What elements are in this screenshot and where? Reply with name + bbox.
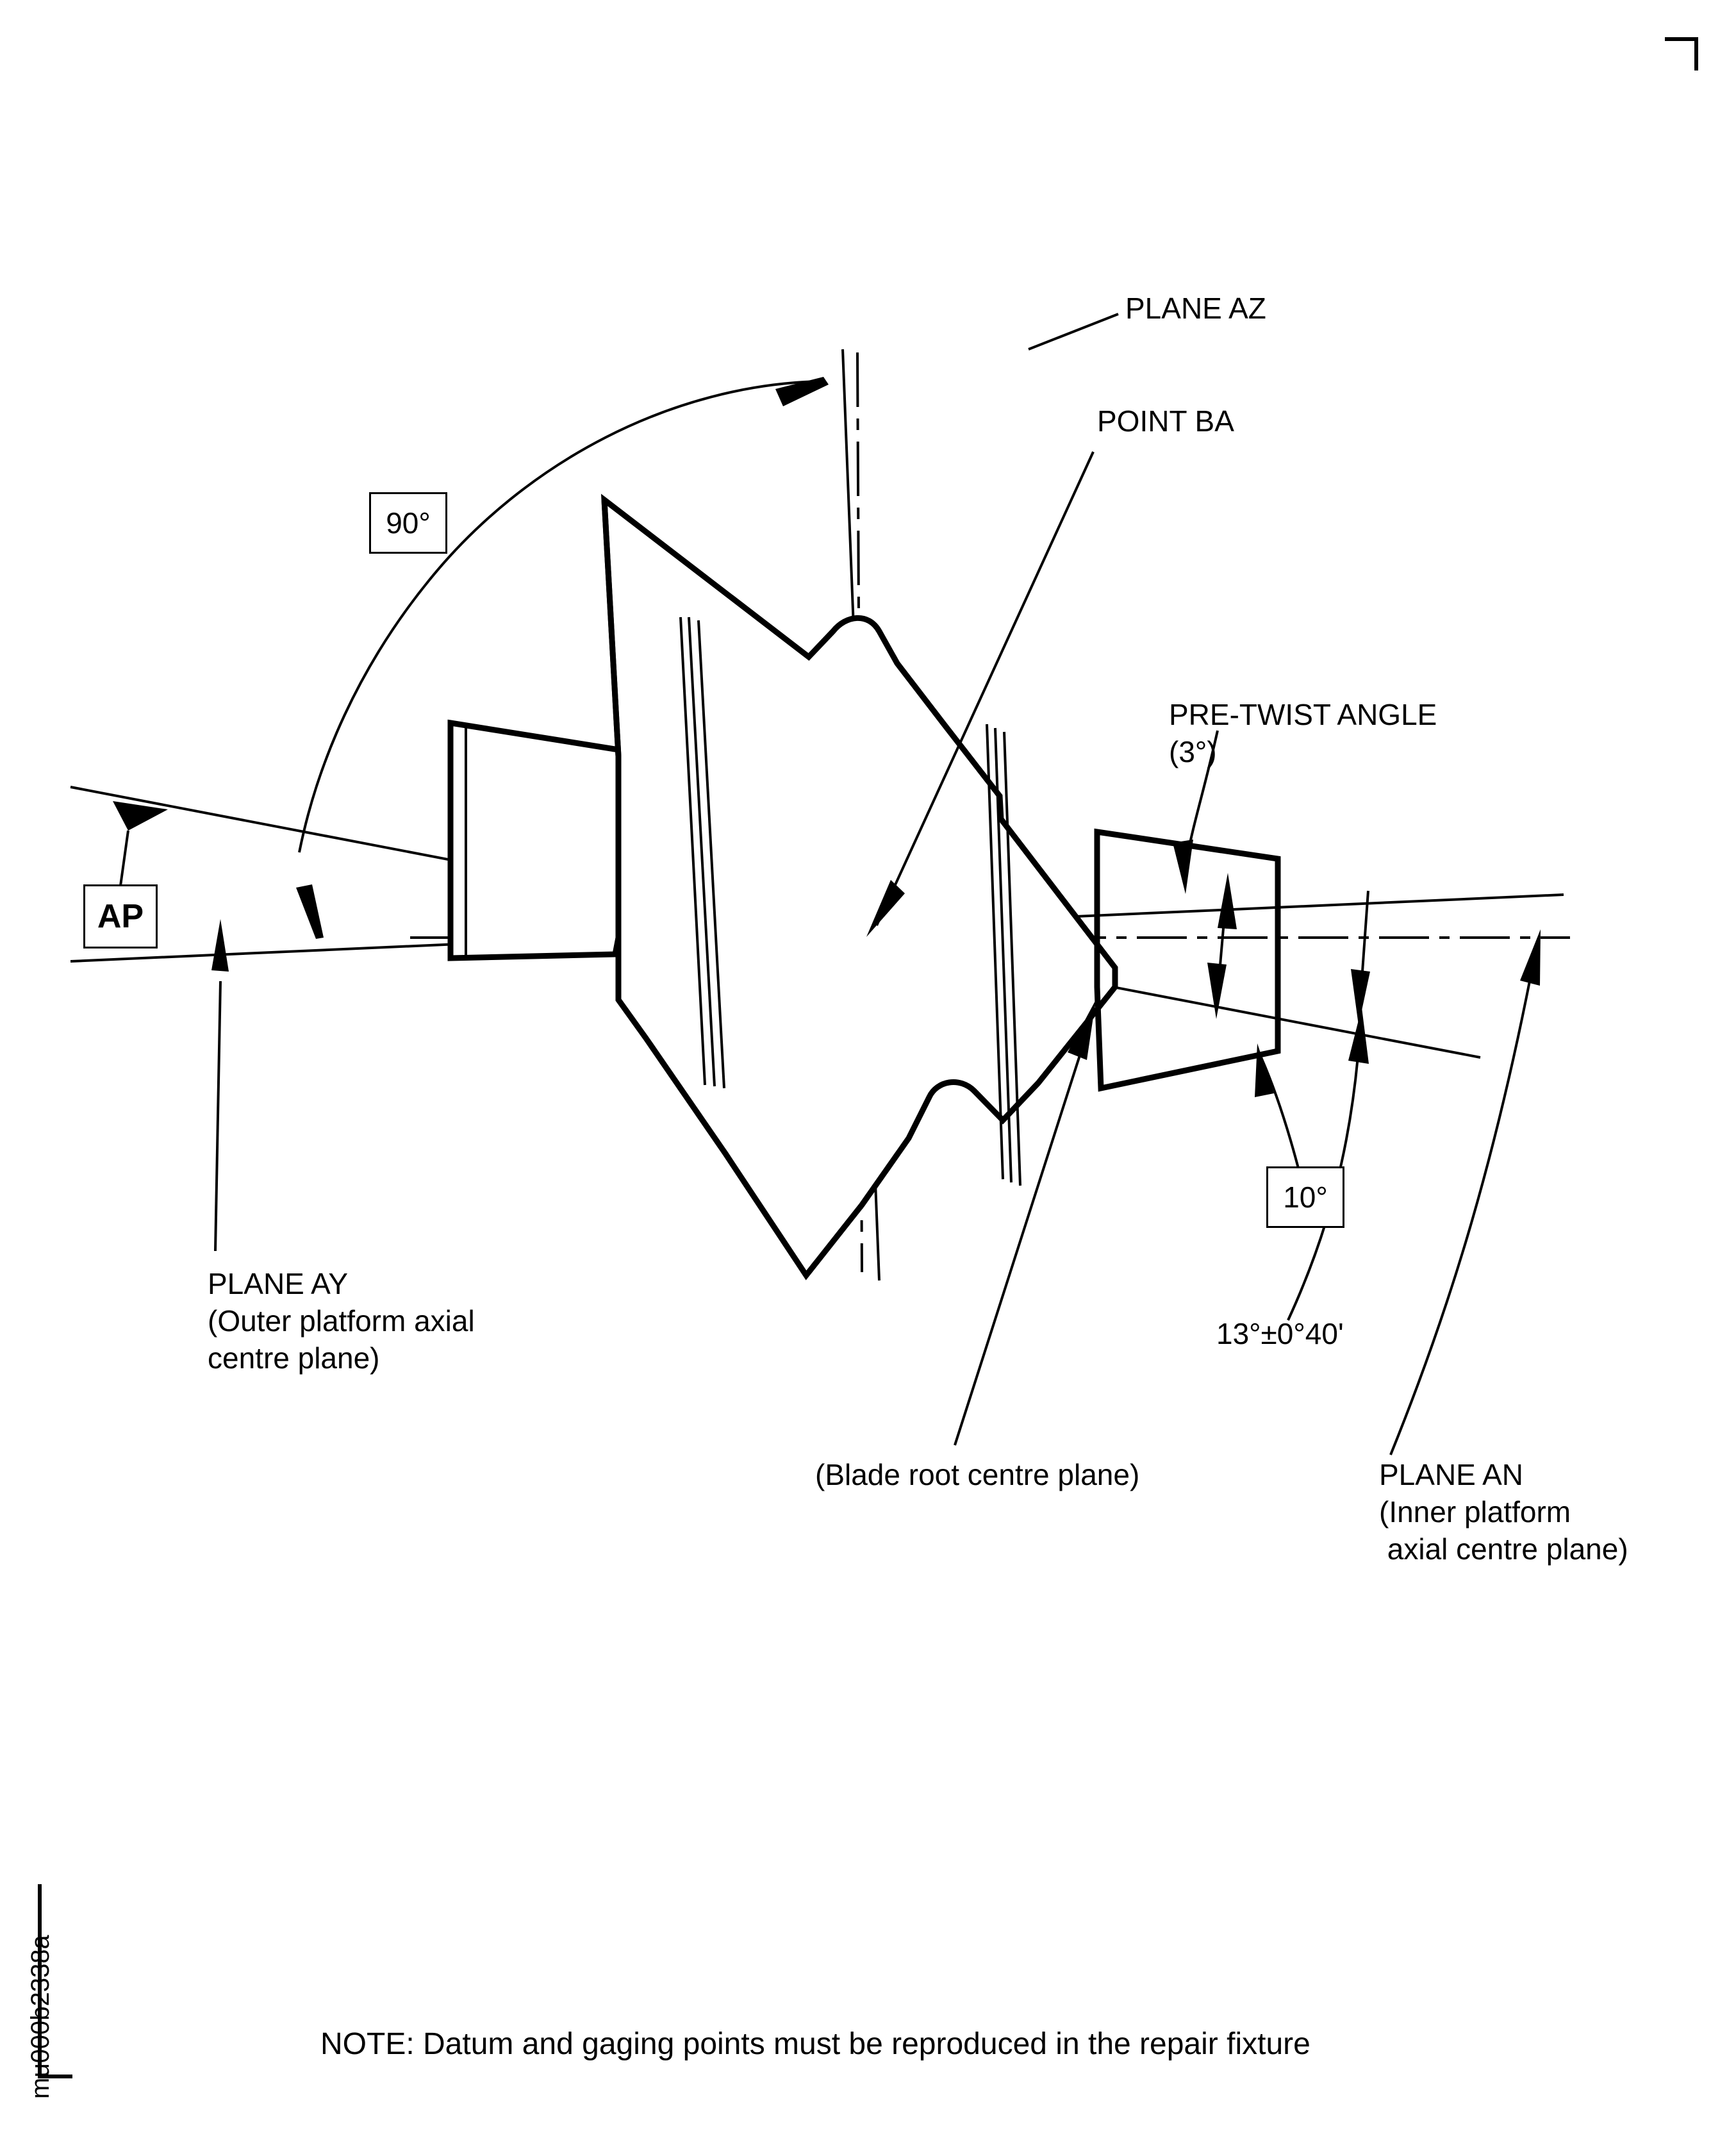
- leader-blade-root-centre-plane: [954, 1025, 1091, 1446]
- label-plane-an-desc-line1: (Inner platform: [1379, 1495, 1571, 1528]
- blade-leading-edge: [601, 499, 622, 1000]
- arrowhead-plane-an: [1520, 929, 1541, 986]
- arrowhead-arc-90-bottom: [296, 884, 324, 939]
- label-angle-13: 13°±0°40': [1216, 1317, 1344, 1350]
- leader-plane-an: [1389, 954, 1536, 1455]
- arrowhead-angle-10: [1255, 1043, 1274, 1097]
- arrowhead-pre-twist-down: [1207, 963, 1227, 1019]
- drawing-note: NOTE: Datum and gaging points must be re…: [320, 2027, 1310, 2061]
- arrowhead-arc-90-top: [775, 377, 829, 406]
- label-pre-twist-angle-value: (3°): [1169, 735, 1217, 768]
- arrowhead-angle-13-down: [1351, 969, 1370, 1025]
- crop-mark-top-right: [1665, 37, 1698, 70]
- arrowhead-point-ba: [866, 880, 905, 937]
- basic-angle-10-value: 10°: [1283, 1180, 1328, 1214]
- blade-body: [600, 493, 1118, 1280]
- crop-mark-bottom-left: [38, 1884, 72, 2078]
- arrowhead-pre-twist-up: [1218, 873, 1237, 929]
- leader-plane-ay: [214, 981, 222, 1252]
- label-plane-ay-desc-line1: (Outer platform axial: [208, 1304, 475, 1338]
- leader-angle-10: [1260, 1057, 1302, 1179]
- label-point-ba: POINT BA: [1097, 404, 1234, 438]
- label-plane-ay-desc-line2: centre plane): [208, 1341, 380, 1375]
- arrowhead-angle-13-up: [1348, 1007, 1369, 1064]
- leader-plane-az: [1028, 313, 1119, 351]
- label-plane-ay-title: PLANE AY: [208, 1267, 349, 1300]
- airfoil-lines-left: [679, 617, 725, 1089]
- leader-datum-ap: [119, 830, 129, 886]
- basic-angle-box-10: 10°: [1266, 1166, 1344, 1228]
- arrowhead-plane-ay: [211, 919, 229, 972]
- leader-point-ba: [875, 451, 1095, 926]
- label-plane-an-title: PLANE AN: [1379, 1458, 1523, 1491]
- arrowhead-blade-root-centre-plane: [1068, 1000, 1096, 1060]
- outer-platform: [447, 719, 622, 961]
- inner-platform: [1094, 828, 1281, 1092]
- angle-arc-90: [298, 380, 822, 853]
- label-plane-az: PLANE AZ: [1125, 292, 1266, 325]
- datum-feature-symbol-ap: AP: [83, 884, 158, 949]
- label-blade-root-centre-plane: (Blade root centre plane): [815, 1458, 1140, 1491]
- basic-angle-90-value: 90°: [386, 506, 431, 540]
- figure-id: mu000b2338a: [26, 1935, 54, 2099]
- label-pre-twist-angle-line1: PRE-TWIST ANGLE: [1169, 698, 1437, 731]
- label-plane-an-desc-line2: axial centre plane): [1379, 1532, 1628, 1566]
- airfoil-lines-right: [986, 724, 1021, 1186]
- datum-triangle-ap: [113, 801, 168, 831]
- basic-angle-box-90: 90°: [369, 492, 447, 554]
- arrowhead-pre-twist-upper: [1173, 840, 1193, 894]
- datum-ap-letter: AP: [97, 898, 144, 935]
